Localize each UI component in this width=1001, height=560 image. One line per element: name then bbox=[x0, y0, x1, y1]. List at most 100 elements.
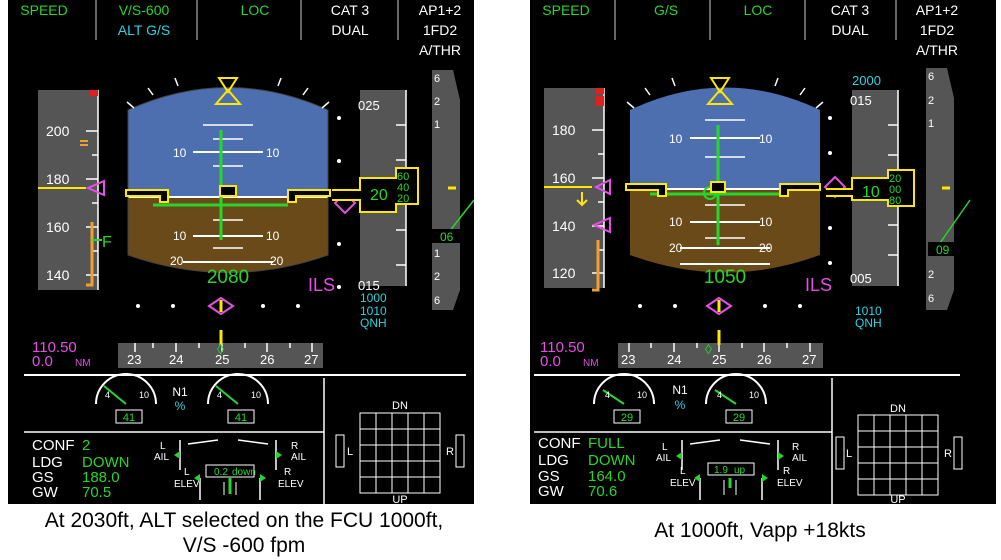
baro-setting: 1010 bbox=[360, 304, 387, 318]
vs-readout: 09 bbox=[936, 243, 950, 257]
alt-tape-bottom: 005 bbox=[850, 271, 872, 286]
gw-label: GW bbox=[538, 483, 565, 500]
sd-up: UP bbox=[392, 494, 407, 504]
flight-controls-display: L AIL R AIL L ELEV R ELEV 0.2 down bbox=[154, 439, 306, 500]
alt-readout: 10 bbox=[862, 184, 880, 201]
fma-speed: SPEED bbox=[542, 2, 589, 18]
n1-right-value: 41 bbox=[235, 412, 247, 424]
sidestick-display: DN UP L R bbox=[835, 403, 963, 504]
sd-up: UP bbox=[890, 494, 905, 504]
fma-athr: A/THR bbox=[916, 42, 958, 58]
heading-label: 23 bbox=[127, 352, 141, 367]
gw-value: 70.6 bbox=[588, 483, 617, 500]
aircraft-symbol bbox=[125, 185, 331, 203]
conf-value: 2 bbox=[82, 437, 90, 454]
heading-label: 24 bbox=[169, 352, 183, 367]
n1-dial-mark: 4 bbox=[105, 390, 110, 400]
caption-left: At 2030ft, ALT selected on the FCU 1000f… bbox=[0, 508, 488, 558]
pitch-label: 10 bbox=[266, 229, 280, 243]
fma: SPEED G/S LOC CAT 3 DUAL AP1+2 1FD2 A/TH… bbox=[542, 0, 958, 58]
fc-elev-right: ELEV bbox=[777, 478, 803, 489]
svg-text:◊: ◊ bbox=[217, 341, 224, 357]
flap-marker: F bbox=[102, 234, 112, 251]
gs-label: GS bbox=[32, 469, 54, 486]
alt-readout: 20 bbox=[370, 187, 388, 204]
vs-scale: 2 bbox=[434, 271, 440, 283]
fma-vertical: G/S bbox=[654, 2, 678, 18]
gw-label: GW bbox=[32, 484, 59, 501]
ils-label: ILS bbox=[308, 275, 335, 295]
fma-cat-mode: DUAL bbox=[331, 22, 369, 38]
heading-label: 24 bbox=[667, 352, 681, 367]
fc-ail-left: AIL bbox=[656, 453, 671, 464]
n1-dial-mark: 4 bbox=[717, 390, 722, 400]
caption-left-line1: At 2030ft, ALT selected on the FCU 1000f… bbox=[44, 509, 444, 532]
caption-right-text: At 1000ft, Vapp +18kts bbox=[654, 519, 866, 542]
sd-l: L bbox=[846, 448, 852, 460]
pitch-label: 10 bbox=[173, 146, 187, 160]
ldg-value: DOWN bbox=[588, 452, 636, 469]
radio-altitude: 2080 bbox=[207, 267, 249, 288]
attitude-indicator: 10 10 10 10 20 20 2080 bbox=[125, 77, 357, 316]
vs-scale: 1 bbox=[434, 119, 440, 131]
speed-tick: 160 bbox=[552, 170, 576, 186]
pitch-trim-dir: up bbox=[734, 465, 746, 476]
conf-value: FULL bbox=[588, 435, 625, 452]
qnh-label: QNH bbox=[855, 316, 882, 330]
attitude-indicator: 10 10 10 10 20 20 1050 bbox=[625, 77, 847, 316]
pitch-label: 10 bbox=[669, 132, 683, 146]
vs-scale: 2 bbox=[928, 95, 934, 107]
alt-below: 1000 bbox=[360, 291, 387, 305]
sd-dn: DN bbox=[890, 403, 906, 415]
ils-distance-unit: NM bbox=[583, 358, 599, 369]
alt-drum: 80 bbox=[889, 195, 901, 207]
radio-altitude: 1050 bbox=[704, 267, 746, 288]
ils-frequency: 110.50 bbox=[540, 339, 585, 356]
pfd-panel-left: SPEED V/S-600 ALT G/S LOC CAT 3 DUAL AP1… bbox=[8, 0, 474, 504]
conf-label: CONF bbox=[538, 435, 581, 452]
roll-index-icon bbox=[217, 77, 239, 94]
speed-tape: 180 160 140 120 bbox=[544, 88, 611, 292]
pitch-trim-value: 1.9 bbox=[714, 465, 728, 476]
vs-readout: 06 bbox=[440, 230, 454, 244]
ldg-label: LDG bbox=[32, 454, 63, 471]
ils-distance-unit: NM bbox=[75, 358, 91, 369]
fc-elev-right: ELEV bbox=[278, 479, 304, 490]
vs-scale: 6 bbox=[434, 73, 440, 85]
gs-label: GS bbox=[538, 468, 560, 485]
vertical-speed-indicator: 6 2 1 1 2 6 06 bbox=[432, 70, 474, 310]
gs-value: 188.0 bbox=[82, 469, 120, 486]
sd-r: R bbox=[446, 446, 454, 458]
fc-elev-r: R bbox=[284, 467, 291, 478]
qnh-label: QNH bbox=[360, 316, 387, 330]
aircraft-symbol bbox=[625, 181, 821, 197]
heading-label: 27 bbox=[802, 352, 816, 367]
fc-elev-l: L bbox=[184, 467, 190, 478]
speed-tick: 200 bbox=[46, 123, 70, 139]
pitch-label: 10 bbox=[759, 215, 773, 229]
n1-dial-max: 10 bbox=[139, 390, 149, 400]
pitch-label: 10 bbox=[759, 132, 773, 146]
fma-ap: AP1+2 bbox=[419, 2, 462, 18]
fc-l: L bbox=[662, 442, 668, 453]
pitch-label: 10 bbox=[173, 229, 187, 243]
pitch-label: 10 bbox=[669, 215, 683, 229]
sd-dn: DN bbox=[392, 400, 408, 412]
pitch-trim-dir: down bbox=[232, 467, 256, 478]
speed-tick: 140 bbox=[46, 267, 70, 283]
heading-label: 25 bbox=[215, 352, 229, 367]
speed-tick: 160 bbox=[46, 219, 70, 235]
gw-value: 70.5 bbox=[82, 484, 111, 501]
fma-cat-mode: DUAL bbox=[831, 22, 869, 38]
roll-index-icon bbox=[709, 77, 731, 94]
vs-scale: 6 bbox=[434, 295, 440, 307]
alt-drum: 60 bbox=[397, 171, 409, 183]
ldg-value: DOWN bbox=[82, 454, 130, 471]
fma-ap: AP1+2 bbox=[916, 2, 959, 18]
n1-dial-max: 10 bbox=[749, 390, 759, 400]
baro-setting: 1010 bbox=[855, 304, 882, 318]
fma-cat: CAT 3 bbox=[331, 2, 370, 18]
fma-vertical: V/S-600 bbox=[119, 2, 170, 18]
alt-target: 2000 bbox=[852, 73, 881, 88]
fc-r: R bbox=[291, 441, 298, 452]
